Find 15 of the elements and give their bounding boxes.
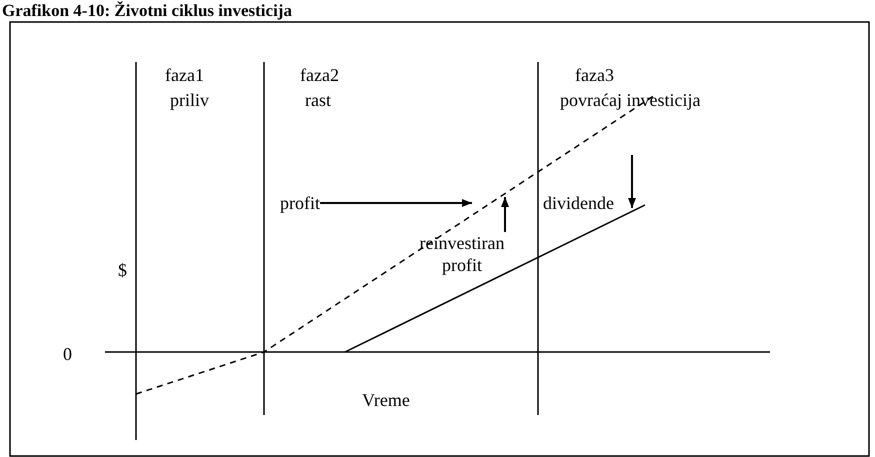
axis-label: $: [118, 259, 127, 281]
phase-label: faza1: [165, 64, 204, 86]
phase-label: rast: [305, 89, 331, 111]
dividend-label: dividende: [543, 192, 614, 214]
phase-label: povraćaj investicija: [560, 89, 700, 111]
phase-label: priliv: [170, 89, 209, 111]
reinvestment-label: reinvestiran profit: [416, 232, 508, 276]
arrow: [501, 197, 509, 232]
chart-title: Grafikon 4-10: Životni ciklus investicija: [2, 0, 292, 22]
phase-label: faza3: [575, 64, 614, 86]
profit-label: profit: [280, 192, 320, 214]
axis-label: 0: [63, 343, 72, 365]
phase-label: faza2: [300, 64, 339, 86]
axis-label: Vreme: [362, 389, 410, 411]
arrow: [320, 199, 472, 207]
